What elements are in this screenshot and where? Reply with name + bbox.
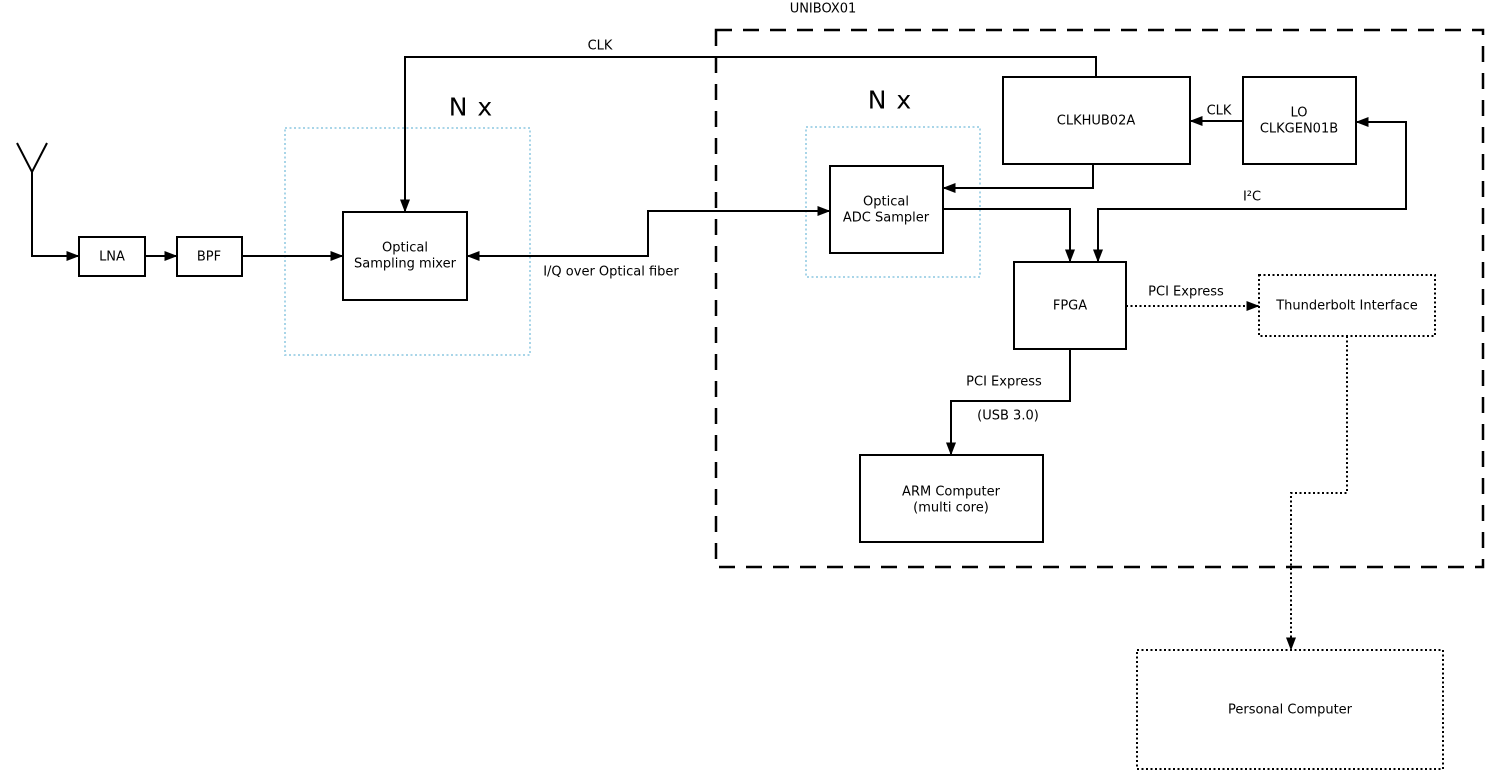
lo-clkgen01b-box bbox=[1242, 76, 1357, 165]
iq-fiber-label: I/Q over Optical fiber bbox=[543, 265, 679, 280]
optical-adc-sampler-label-line1: Optical bbox=[863, 195, 909, 210]
lna-label: LNA bbox=[99, 250, 125, 265]
arm-computer-label-line1: ARM Computer bbox=[902, 485, 1001, 500]
fpga-box bbox=[1013, 261, 1127, 350]
edge-hub-to-adc bbox=[942, 164, 1094, 193]
clkhub02a-box bbox=[1002, 76, 1191, 165]
edge-antenna-to-lna bbox=[31, 172, 80, 261]
pcie-arm-label: PCI Express bbox=[966, 375, 1042, 390]
nx-adc-label: N x bbox=[868, 86, 912, 115]
edge-adc-to-fpga bbox=[943, 208, 1075, 263]
nx-mixer-label: N x bbox=[449, 93, 493, 122]
optical-sampling-mixer-label-line1: Optical bbox=[382, 241, 428, 256]
i2c-label: I²C bbox=[1243, 190, 1261, 205]
edge-clk-hub-to-mixer bbox=[400, 56, 1097, 213]
thunderbolt-interface-label: Thunderbolt Interface bbox=[1275, 299, 1418, 314]
bpf-label: BPF bbox=[197, 250, 221, 265]
edge-i2c-fpga-to-lo bbox=[1093, 117, 1407, 263]
edge-iq-fiber bbox=[466, 206, 831, 261]
edge-thunderbolt-to-pc bbox=[1286, 336, 1348, 651]
clk-main-label: CLK bbox=[588, 39, 613, 54]
optical-adc-sampler-box bbox=[829, 165, 944, 254]
unibox01-container-box bbox=[714, 28, 1485, 569]
nx-mixer-container-box bbox=[284, 127, 531, 356]
arm-computer-label-line2: (multi core) bbox=[913, 501, 989, 516]
unibox01-label: UNIBOX01 bbox=[790, 2, 857, 17]
optical-sampling-mixer-box bbox=[342, 211, 468, 301]
bpf-box bbox=[176, 236, 243, 277]
lna-box bbox=[78, 236, 146, 277]
fpga-label: FPGA bbox=[1053, 299, 1087, 314]
pcie-thunderbolt-label: PCI Express bbox=[1148, 285, 1224, 300]
arm-computer-box bbox=[859, 454, 1044, 543]
usb-label: (USB 3.0) bbox=[977, 409, 1039, 424]
optical-sampling-mixer-label-line2: Sampling mixer bbox=[354, 257, 457, 272]
clkhub02a-label: CLKHUB02A bbox=[1057, 114, 1136, 129]
optical-adc-sampler-label-line2: ADC Sampler bbox=[843, 211, 930, 226]
personal-computer-label: Personal Computer bbox=[1228, 703, 1353, 718]
lo-clkgen01b-label-line2: CLKGEN01B bbox=[1260, 122, 1338, 137]
lo-clkgen01b-label-line1: LO bbox=[1290, 106, 1307, 121]
personal-computer-box bbox=[1136, 649, 1444, 770]
thunderbolt-interface-box bbox=[1258, 274, 1436, 337]
edge-pcie-fpga-to-arm bbox=[946, 349, 1071, 456]
antenna-icon bbox=[16, 142, 48, 175]
nx-adc-container-box bbox=[805, 126, 981, 278]
clk-lo-hub-label: CLK bbox=[1207, 104, 1232, 119]
